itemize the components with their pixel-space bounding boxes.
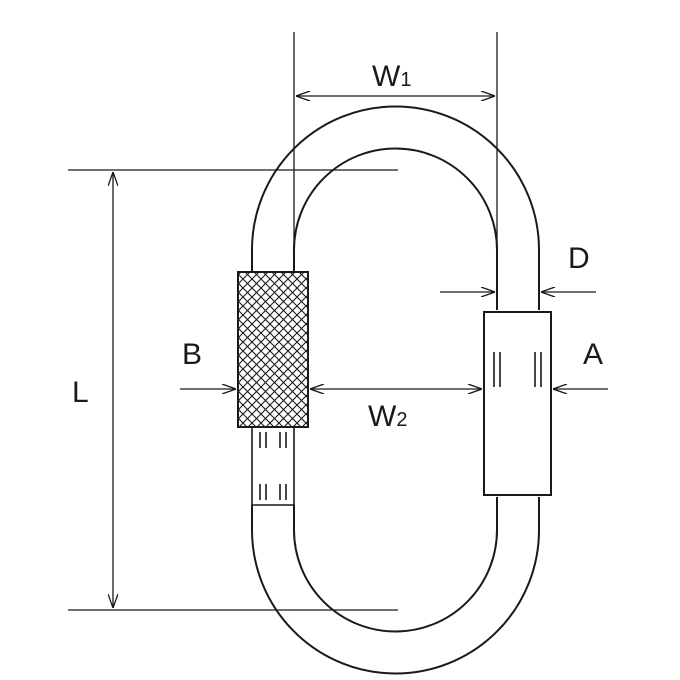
link-outer-outline	[251, 105, 540, 675]
a-label: A	[583, 338, 603, 371]
b-label: B	[182, 338, 202, 371]
w1-label: W1	[372, 60, 411, 93]
plain-sleeve	[483, 311, 552, 496]
link-inner-outline	[293, 147, 498, 633]
d-label: D	[568, 242, 590, 275]
threaded-stub	[251, 427, 295, 506]
knurled-sleeve	[237, 271, 309, 428]
w2-label: W2	[368, 400, 407, 433]
l-label: L	[72, 376, 89, 409]
